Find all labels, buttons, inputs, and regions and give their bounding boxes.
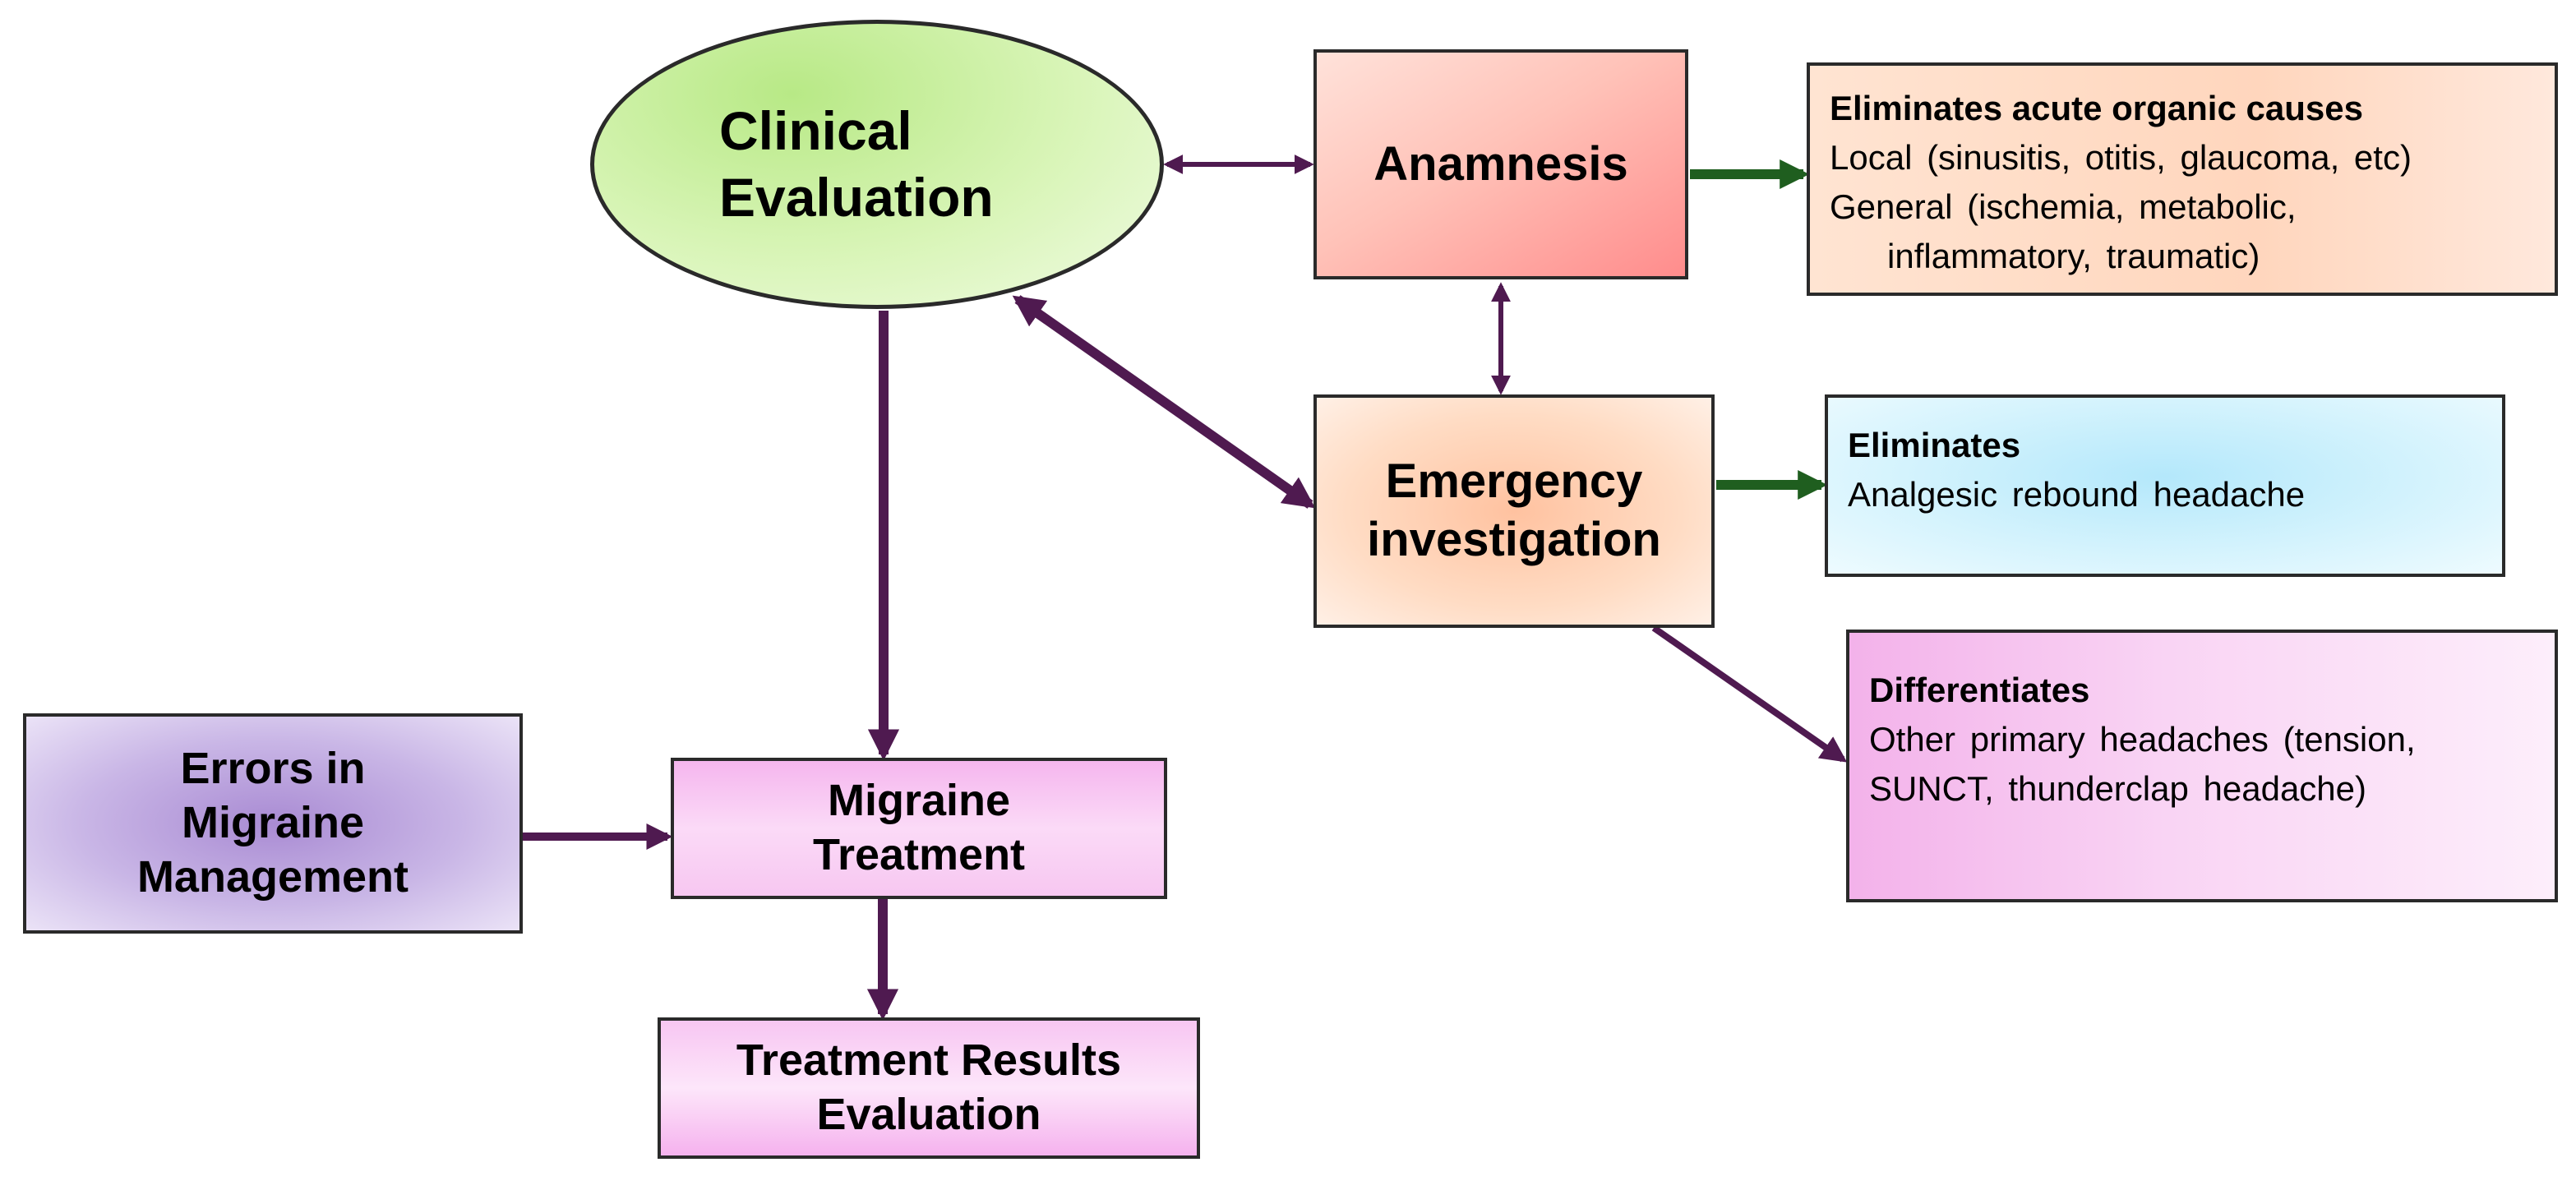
eliminates-organic-line-1: Local (sinusitis, otitis, glaucoma, etc)	[1830, 138, 2412, 177]
errors-line-3: Management	[136, 851, 409, 902]
errors-line-2: Migraine	[181, 798, 365, 848]
migraine-treatment-node: Migraine Treatment	[671, 758, 1167, 899]
treatment-results-line-2: Evaluation	[816, 1090, 1041, 1139]
eliminates-organic-line-2: General (ischemia, metabolic,	[1830, 187, 2297, 226]
emergency-investigation-line-1: Emergency	[1385, 454, 1643, 509]
clinical-evaluation-line-2: Evaluation	[719, 167, 994, 228]
migraine-treatment-line-1: Migraine	[827, 776, 1011, 826]
clinical-evaluation-line-1: Clinical	[719, 100, 912, 162]
arrow-clinical-emergency	[1012, 295, 1316, 509]
migraine-treatment-line-2: Treatment	[812, 830, 1026, 879]
emergency-investigation-line-2: investigation	[1367, 513, 1661, 566]
errors-in-migraine-management-node: Errors in Migraine Management	[23, 713, 523, 934]
eliminates-organic-line-3: inflammatory, traumatic)	[1887, 237, 2260, 275]
eliminates-organic-causes-box: Eliminates acute organic causes Local (s…	[1807, 62, 2558, 296]
eliminates-rebound-headache-box: Eliminates Analgesic rebound headache	[1825, 394, 2505, 577]
eliminates-rebound-heading: Eliminates	[1848, 426, 2021, 464]
differentiates-heading: Differentiates	[1869, 671, 2090, 709]
anamnesis-label: Anamnesis	[1373, 136, 1628, 191]
anamnesis-node: Anamnesis	[1313, 49, 1688, 279]
treatment-results-evaluation-node: Treatment Results Evaluation	[658, 1017, 1200, 1159]
differentiates-box: Differentiates Other primary headaches (…	[1846, 630, 2558, 902]
errors-line-1: Errors in	[180, 744, 366, 794]
clinical-evaluation-node: Clinical Evaluation	[590, 20, 1164, 309]
treatment-results-line-1: Treatment Results	[736, 1035, 1122, 1086]
arrow-emergency-differentiates	[1651, 625, 1848, 763]
emergency-investigation-node: Emergency investigation	[1313, 394, 1715, 628]
differentiates-line-2: SUNCT, thunderclap headache)	[1869, 769, 2367, 808]
differentiates-line-1: Other primary headaches (tension,	[1869, 720, 2416, 759]
eliminates-organic-heading: Eliminates acute organic causes	[1830, 89, 2363, 127]
eliminates-rebound-line-1: Analgesic rebound headache	[1848, 475, 2306, 514]
